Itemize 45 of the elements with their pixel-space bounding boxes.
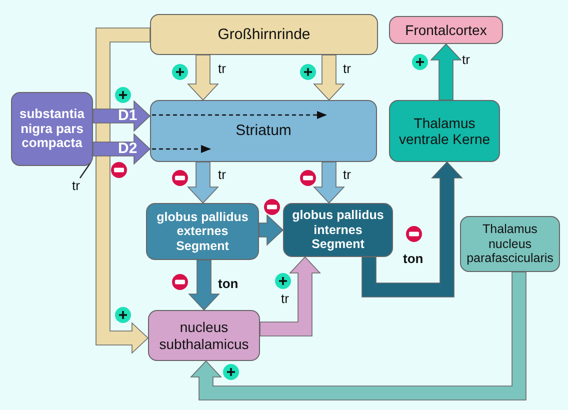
node-label: globus pallidus internes Segment: [291, 208, 385, 252]
nucleus-box: [146, 203, 259, 260]
arrow: [430, 43, 462, 100]
arrow: [362, 161, 463, 298]
node-label: Thalamus: [414, 114, 476, 131]
edge-label: D1: [118, 108, 138, 123]
node-label: Thalamus: [482, 222, 538, 237]
edge-label: tr: [343, 168, 351, 181]
thalamus-box: [389, 100, 500, 162]
arrow: [260, 256, 321, 336]
node-label: globus pallidus externes Segment: [156, 210, 250, 254]
edge-label: tr: [281, 292, 289, 305]
edge-label: ton: [218, 277, 238, 290]
node-label: nucleus parafascicularis: [466, 236, 554, 266]
edge-label: D2: [118, 141, 138, 156]
edge-label: ton: [403, 252, 424, 265]
arrow: [92, 133, 151, 165]
arrow: [187, 54, 219, 101]
arrow: [92, 100, 151, 132]
nucleus-box: [148, 310, 260, 361]
arrow: [187, 162, 219, 204]
nucleus-box: [150, 100, 377, 162]
leader-label: tr: [72, 178, 80, 194]
arrow: [313, 54, 345, 101]
node-label: Frontalcortex: [405, 22, 487, 38]
thalamus-box: [460, 216, 560, 272]
arrow: [190, 272, 526, 400]
edge-label: tr: [343, 62, 351, 75]
node-label: substantia nigra pars compacta: [20, 106, 85, 152]
arrow: [258, 214, 284, 246]
leader-line: [80, 162, 92, 178]
arrow: [96, 28, 150, 354]
node-label: Striatum: [236, 122, 292, 140]
nucleus-box: [283, 203, 393, 257]
node-label: Großhirnrinde: [218, 26, 310, 44]
edge-label: tr: [462, 53, 470, 66]
edge-label: tr: [218, 62, 226, 75]
arrow: [188, 260, 220, 311]
node-label: nucleus subthalamicus: [158, 319, 250, 352]
edge-label: tr: [218, 168, 226, 181]
nucleus-box: [11, 92, 93, 166]
cortex-box: [150, 14, 378, 55]
node-label: ventrale Kerne: [398, 131, 490, 148]
arrow: [313, 162, 345, 204]
cortex-box: [389, 16, 503, 44]
